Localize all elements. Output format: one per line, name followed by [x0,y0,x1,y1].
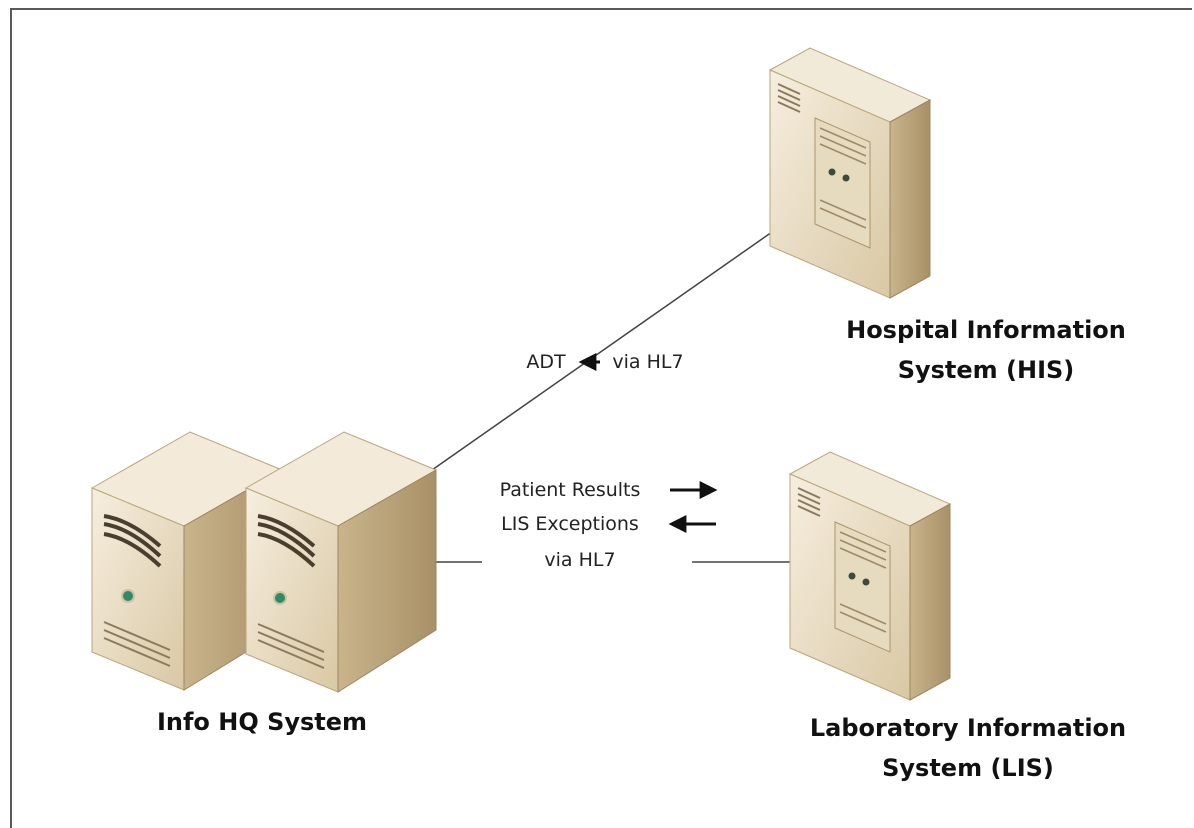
diagram-frame [10,8,1192,828]
his-label-line1: Hospital Information [846,316,1126,344]
his-server-icon [768,47,932,299]
edge-adt-label-left: ADT [526,351,566,373]
infohq-label: Info HQ System [157,708,367,736]
edge-lab-label-line1: Patient Results [500,479,641,501]
lis-server-icon [788,451,952,701]
edge-lab-label-line3: via HL7 [544,549,615,571]
his-label-line2: System (HIS) [898,356,1075,384]
edge-adt-line [431,231,773,471]
lis-label-line1: Laboratory Information [810,714,1126,742]
lis-label-line2: System (LIS) [882,754,1054,782]
edge-lab-label-line2: LIS Exceptions [501,513,639,535]
edge-adt-label-right: via HL7 [612,351,683,373]
infohq-server-front-icon [244,431,438,693]
